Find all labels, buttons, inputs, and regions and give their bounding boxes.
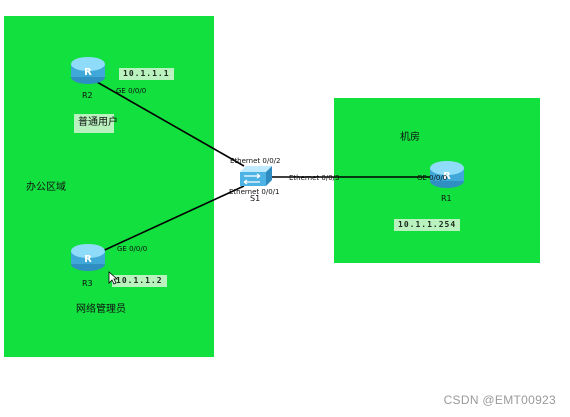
router-icon[interactable]: R xyxy=(70,242,106,272)
router-icon[interactable]: R xyxy=(70,55,106,85)
watermark: CSDN @EMT00923 xyxy=(443,393,556,407)
link-r2-s1 xyxy=(89,77,245,167)
s1-port-to-r1: Ethernet 0/0/3 xyxy=(289,174,340,182)
office-zone-label: 办公区域 xyxy=(26,182,66,193)
r2-name: R2 xyxy=(82,91,93,100)
r3-role: 网络管理员 xyxy=(76,304,126,315)
s1-name: S1 xyxy=(250,194,261,203)
r1-name: R1 xyxy=(441,194,452,203)
server-room-label: 机房 xyxy=(400,132,420,143)
r3-port: GE 0/0/0 xyxy=(117,245,148,253)
r3-ip: 10.1.1.2 xyxy=(112,275,167,287)
r2-ip: 10.1.1.1 xyxy=(119,68,174,80)
s1-port-to-r2: Ethernet 0/0/2 xyxy=(230,157,281,165)
svg-text:R: R xyxy=(84,67,92,78)
r1-ip: 10.1.1.254 xyxy=(394,219,461,231)
router-icon[interactable]: R xyxy=(429,159,465,189)
svg-text:R: R xyxy=(443,171,451,182)
link-r3-s1 xyxy=(95,185,245,255)
office-zone xyxy=(4,16,214,357)
s1-port-to-r3: Ethernet 0/0/1 xyxy=(229,188,280,196)
svg-text:R: R xyxy=(84,254,92,265)
switch-icon[interactable] xyxy=(238,164,274,190)
mouse-cursor-icon xyxy=(108,271,118,285)
r3-name: R3 xyxy=(82,279,93,288)
r1-port: GE 0/0/0 xyxy=(417,174,448,182)
r2-role: 普通用户 xyxy=(74,114,118,133)
r2-port: GE 0/0/0 xyxy=(116,87,147,95)
